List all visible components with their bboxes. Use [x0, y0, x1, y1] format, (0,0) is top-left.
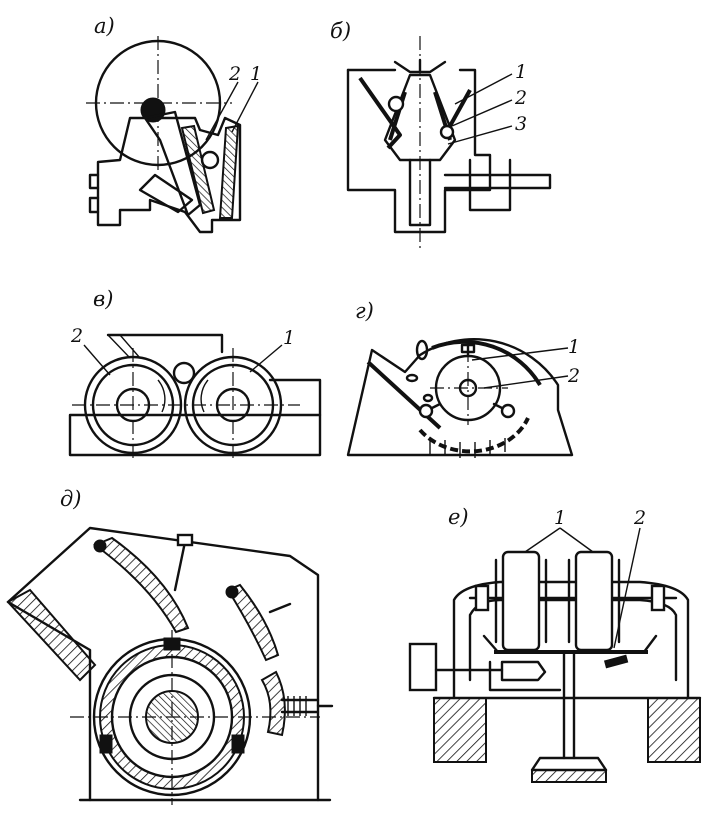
runner-wheel-left — [501, 550, 541, 652]
callout-a-1: 1 — [250, 63, 262, 85]
callout-g-1: 1 — [568, 336, 580, 358]
breaker-plate-lower — [226, 583, 280, 662]
foundation-right — [647, 697, 701, 763]
panel-jaw-crusher: а) 2 1 — [86, 14, 262, 234]
panel-label-e: е) — [448, 505, 469, 529]
jaw-frame — [96, 116, 242, 234]
panel-label-g: г) — [355, 299, 374, 323]
callout-b-2: 2 — [514, 87, 527, 109]
fixed-jaw — [218, 124, 240, 219]
panel-cone-crusher: б) 1 2 3 — [330, 19, 552, 250]
feed-chute — [6, 588, 97, 682]
panel-roll-crusher: в) 2 1 — [68, 287, 322, 462]
cone-housing — [346, 68, 492, 234]
panel-label-a: а) — [94, 14, 115, 38]
breaker-plate-upper — [92, 536, 190, 634]
callout-b-1: 1 — [515, 61, 527, 83]
roll-base — [68, 413, 322, 457]
impact-housing — [346, 337, 574, 457]
callout-b-3: 3 — [515, 113, 527, 135]
panel-label-v: в) — [93, 287, 113, 311]
runner-wheel-right — [574, 550, 614, 652]
panel-impact-crusher: г) 1 2 — [346, 299, 580, 458]
hammer-housing — [6, 526, 320, 802]
callout-a-2: 2 — [228, 63, 241, 85]
drive-pulley — [408, 642, 438, 692]
panel-edge-runner-mill: е) 1 2 — [408, 505, 702, 783]
panel-hammer-crusher: д) — [6, 487, 334, 805]
callout-g-2: 2 — [567, 365, 580, 387]
crushing-cone — [383, 73, 457, 162]
foundation-left — [433, 697, 487, 763]
moving-jaw — [143, 110, 202, 217]
callout-v-2: 2 — [70, 325, 83, 347]
panel-label-d: д) — [60, 487, 82, 511]
callout-e-2: 2 — [633, 507, 646, 529]
callout-v-1: 1 — [283, 327, 295, 349]
callout-e-1: 1 — [554, 507, 566, 529]
panel-label-b: б) — [330, 19, 351, 43]
